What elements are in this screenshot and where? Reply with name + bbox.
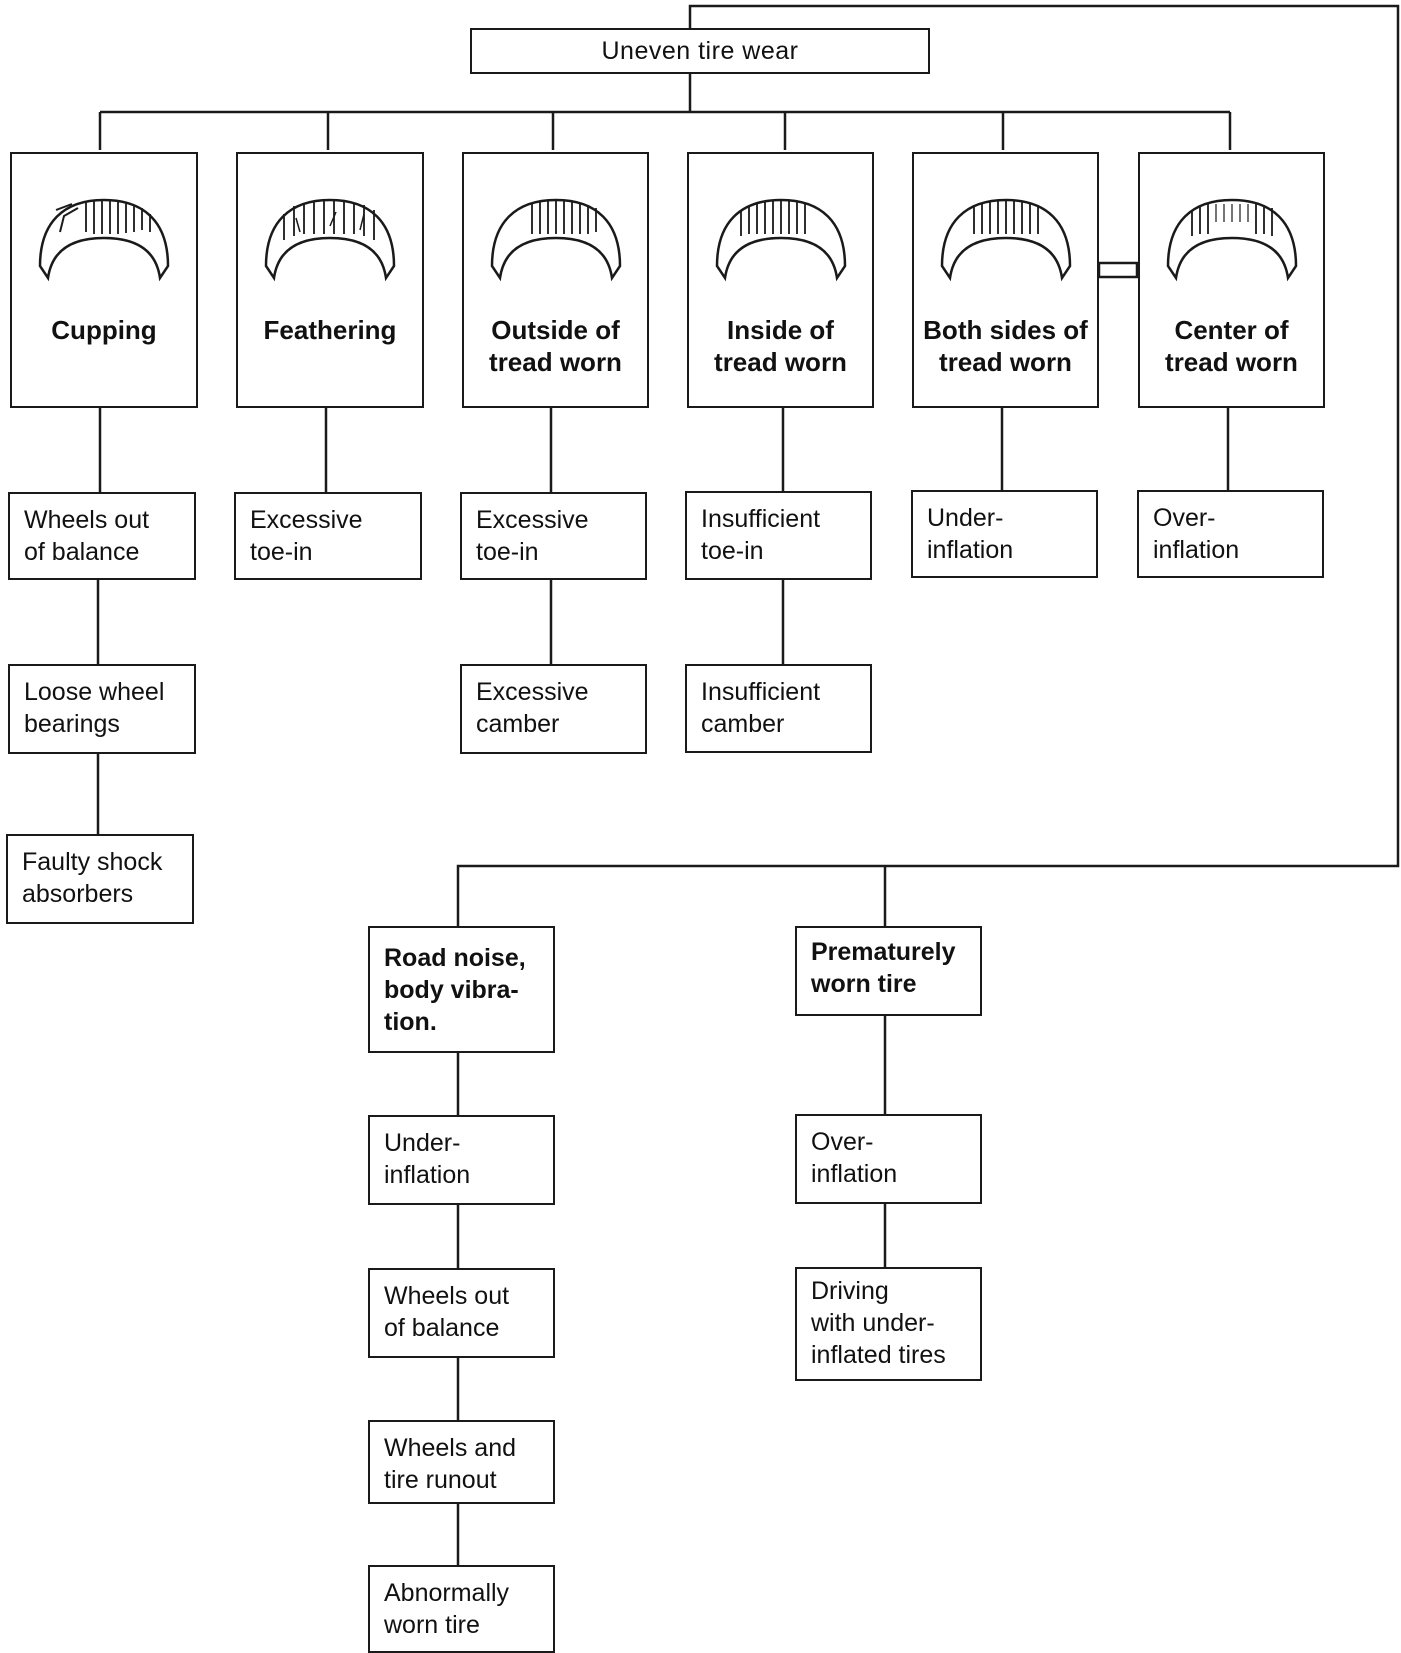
label-line: tread worn bbox=[489, 347, 622, 377]
label-line: Under- bbox=[927, 504, 1004, 532]
root-node: Uneven tire wear bbox=[470, 28, 930, 74]
label-line: worn tire bbox=[384, 1611, 480, 1639]
category-label: Inside of tread worn bbox=[689, 314, 872, 378]
label-line: camber bbox=[701, 710, 785, 738]
tire-tread-icon bbox=[264, 198, 396, 282]
cause-box: Over-inflation bbox=[795, 1114, 982, 1204]
label-line: toe-in bbox=[701, 537, 764, 565]
label-line: Over- bbox=[811, 1128, 874, 1156]
label-line: tread worn bbox=[1165, 347, 1298, 377]
label-line: Driving bbox=[811, 1277, 889, 1305]
label-line: Both sides of bbox=[923, 315, 1088, 345]
label-line: Faulty shock bbox=[22, 848, 163, 876]
cause-box: Driving with under-inflated tires bbox=[795, 1267, 982, 1381]
label-line: inflation bbox=[927, 536, 1014, 564]
label-line: Wheels out bbox=[384, 1282, 510, 1310]
cause-box: Insufficient toe-in bbox=[685, 491, 872, 580]
label-line: Wheels and bbox=[384, 1434, 517, 1462]
cause-box: Abnormally worn tire bbox=[368, 1565, 555, 1653]
label-line: Cupping bbox=[51, 315, 157, 345]
category-label: Both sides of tread worn bbox=[914, 314, 1097, 378]
label-line: tread worn bbox=[939, 347, 1072, 377]
category-center-worn: Center of tread worn bbox=[1138, 152, 1325, 408]
label-line: Excessive bbox=[476, 678, 589, 706]
cause-box: Faulty shock absorbers bbox=[6, 834, 194, 924]
cause-box: Under-inflation bbox=[911, 490, 1098, 578]
label-line: Insufficient bbox=[701, 678, 821, 706]
category-cupping: Cupping bbox=[10, 152, 198, 408]
symptom-road-noise: Road noise, body vibra-tion. bbox=[368, 926, 555, 1053]
tire-tread-icon bbox=[490, 198, 621, 282]
cause-box: Insufficient camber bbox=[685, 664, 872, 753]
tire-tread-icon bbox=[1166, 198, 1297, 282]
cause-box: Loose wheel bearings bbox=[8, 664, 196, 754]
label-line: Insufficient bbox=[701, 505, 821, 533]
label-line: worn tire bbox=[811, 970, 917, 998]
label-line: Excessive bbox=[476, 506, 589, 534]
label-line: tion. bbox=[384, 1008, 437, 1036]
category-both-sides-worn: Both sides of tread worn bbox=[912, 152, 1099, 408]
label-line: inflation bbox=[384, 1161, 471, 1189]
category-label: Center of tread worn bbox=[1140, 314, 1323, 378]
label-line: of balance bbox=[24, 538, 140, 566]
label-line: Prematurely bbox=[811, 938, 956, 966]
label-line: Abnormally bbox=[384, 1579, 510, 1607]
label-line: Over- bbox=[1153, 504, 1216, 532]
label-line: Excessive bbox=[250, 506, 363, 534]
label-line: tire runout bbox=[384, 1466, 497, 1494]
cause-box: Excessive camber bbox=[460, 664, 647, 754]
label-line: Feathering bbox=[263, 315, 397, 345]
label-line: inflated tires bbox=[811, 1341, 946, 1369]
category-label: Outside of tread worn bbox=[464, 314, 647, 378]
label-line: toe-in bbox=[476, 538, 539, 566]
label-line: Inside of bbox=[727, 315, 834, 345]
label-line: of balance bbox=[384, 1314, 500, 1342]
label-line: Outside of bbox=[491, 315, 620, 345]
cause-box: Wheels out of balance bbox=[368, 1268, 555, 1358]
label-line: Wheels out bbox=[24, 506, 150, 534]
category-outside-worn: Outside of tread worn bbox=[462, 152, 649, 408]
cause-box: Under-inflation bbox=[368, 1115, 555, 1205]
cause-box: Over-inflation bbox=[1137, 490, 1324, 578]
label-line: absorbers bbox=[22, 880, 134, 908]
category-inside-worn: Inside of tread worn bbox=[687, 152, 874, 408]
label-line: with under- bbox=[811, 1309, 935, 1337]
category-label: Cupping bbox=[12, 314, 196, 346]
label-line: Road noise, bbox=[384, 944, 526, 972]
root-label: Uneven tire wear bbox=[601, 36, 799, 65]
label-line: bearings bbox=[24, 710, 120, 738]
category-label: Feathering bbox=[238, 314, 422, 346]
label-line: Center of bbox=[1174, 315, 1289, 345]
tire-tread-icon bbox=[940, 198, 1071, 282]
label-line: camber bbox=[476, 710, 560, 738]
label-line: toe-in bbox=[250, 538, 313, 566]
label-line: tread worn bbox=[714, 347, 847, 377]
label-line: inflation bbox=[1153, 536, 1240, 564]
label-line: Under- bbox=[384, 1129, 461, 1157]
tire-tread-icon bbox=[715, 198, 846, 282]
category-feathering: Feathering bbox=[236, 152, 424, 408]
label-line: Loose wheel bbox=[24, 678, 165, 706]
symptom-premature-wear: Prematurely worn tire bbox=[795, 926, 982, 1016]
cause-box: Excessive toe-in bbox=[460, 492, 647, 580]
tire-tread-icon bbox=[38, 198, 170, 282]
cause-box: Wheels out of balance bbox=[8, 492, 196, 580]
label-line: body vibra- bbox=[384, 976, 519, 1004]
cause-box: Excessive toe-in bbox=[234, 492, 422, 580]
label-line: inflation bbox=[811, 1160, 898, 1188]
cause-box: Wheels and tire runout bbox=[368, 1420, 555, 1504]
